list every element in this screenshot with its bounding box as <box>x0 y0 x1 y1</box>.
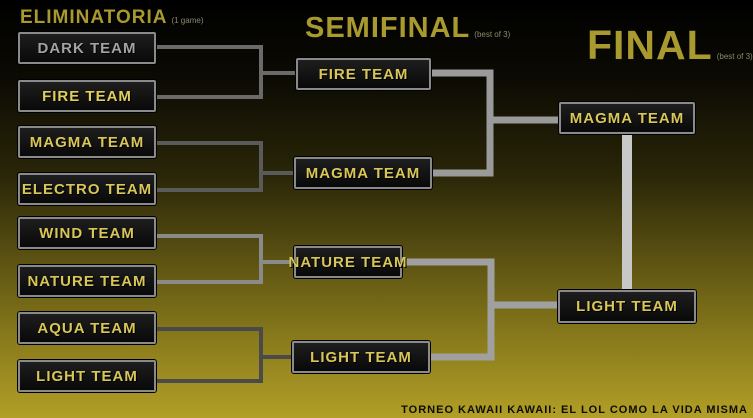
team-light-semifinal[interactable]: LIGHT TEAM <box>292 341 430 373</box>
final-title: Final(best of 3) <box>587 22 753 68</box>
eliminatoria-title: Eliminatoria(1 game) <box>20 7 204 28</box>
connector-elim-3 <box>156 234 295 284</box>
final-note: (best of 3) <box>716 52 753 61</box>
team-nature-semifinal[interactable]: NATURE TEAM <box>288 246 407 278</box>
team-electro-eliminatoria[interactable]: ELECTRO TEAM <box>18 173 156 205</box>
connector-semi-bottom <box>402 258 560 361</box>
team-wind-eliminatoria[interactable]: WIND TEAM <box>18 217 156 249</box>
semifinal-note: (best of 3) <box>474 30 511 39</box>
team-fire-semifinal[interactable]: FIRE TEAM <box>296 58 431 90</box>
team-magma-eliminatoria[interactable]: MAGMA TEAM <box>18 126 156 158</box>
connector-semi-top <box>403 69 560 177</box>
team-nature-eliminatoria[interactable]: NATURE TEAM <box>18 265 156 297</box>
team-magma-final[interactable]: MAGMA TEAM <box>559 102 695 134</box>
eliminatoria-note: (1 game) <box>171 16 204 25</box>
tournament-footer: TORNEO KAWAII KAWAII: EL LOL COMO LA VID… <box>401 404 748 416</box>
team-aqua-eliminatoria[interactable]: AQUA TEAM <box>18 312 156 344</box>
team-magma-semifinal[interactable]: MAGMA TEAM <box>294 157 432 189</box>
team-fire-eliminatoria[interactable]: FIRE TEAM <box>18 80 156 112</box>
connector-elim-4 <box>156 327 293 383</box>
team-dark-eliminatoria[interactable]: DARK TEAM <box>18 32 156 64</box>
semifinal-title: Semifinal(best of 3) <box>305 12 511 44</box>
team-light-final[interactable]: LIGHT TEAM <box>558 290 696 323</box>
connector-elim-2 <box>156 141 295 192</box>
connector-elim-1 <box>156 45 297 99</box>
team-light-eliminatoria[interactable]: LIGHT TEAM <box>18 360 156 392</box>
